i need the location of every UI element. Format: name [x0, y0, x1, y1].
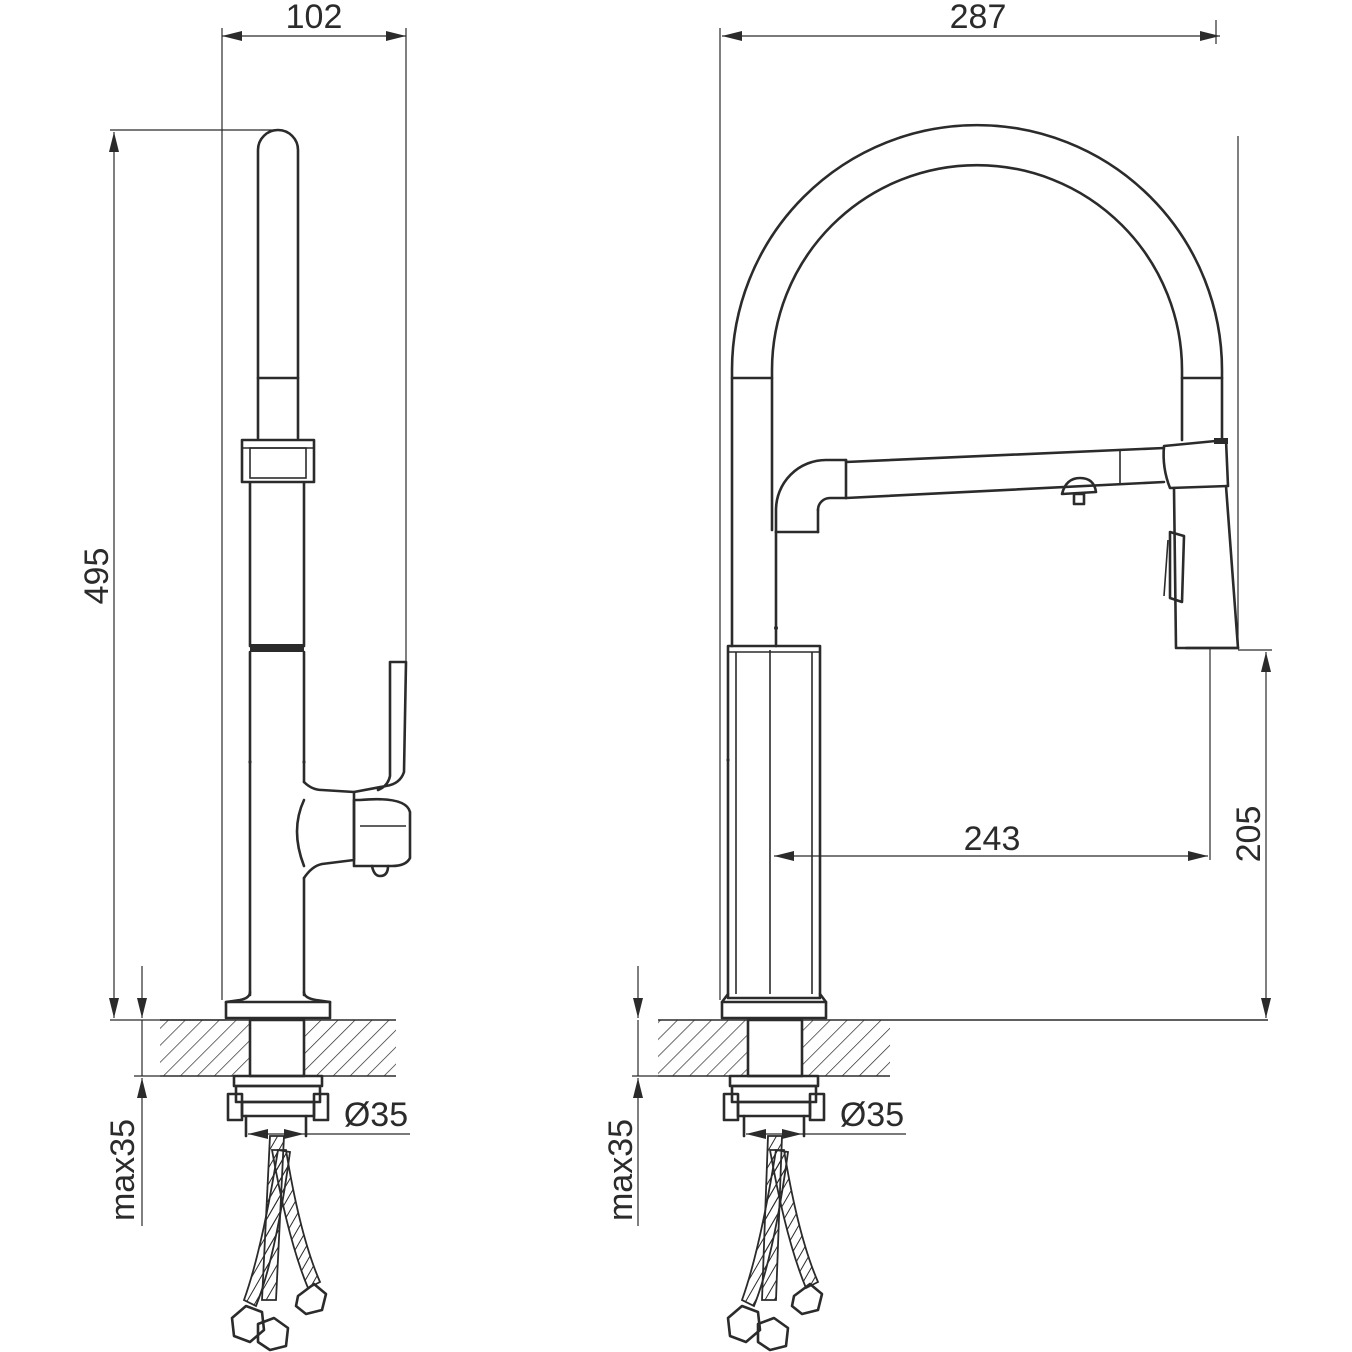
front-arched-spout [730, 123, 1224, 648]
side-dimension-hole: Ø35 [248, 1096, 410, 1139]
side-dimension-height: 495 [78, 129, 276, 1021]
front-width-label: 287 [950, 0, 1007, 36]
front-faucet-body [720, 644, 828, 1020]
front-spray-head [1162, 438, 1240, 650]
front-dimension-width: 287 [719, 0, 1220, 1000]
front-dimension-reach: 243 [774, 136, 1239, 861]
side-deck-label: max35 [104, 1119, 142, 1221]
side-height-label: 495 [78, 548, 116, 605]
side-view: 102 495 max35 Ø35 [78, 0, 412, 1352]
side-width-label: 102 [286, 0, 343, 36]
side-faucet-body [224, 128, 332, 1020]
side-mixer-handle [295, 660, 412, 880]
side-dimension-deck: max35 [104, 966, 160, 1226]
side-countertop-section [160, 1019, 396, 1077]
front-view: 287 243 205 max35 Ø35 [602, 0, 1272, 1352]
side-hole-label: Ø35 [344, 1096, 408, 1134]
front-deck-label: max35 [602, 1119, 640, 1221]
front-countertop-section [658, 1019, 1268, 1077]
front-supply-hoses [726, 1135, 824, 1352]
front-hole-label: Ø35 [840, 1096, 904, 1134]
front-spout-height-label: 205 [1230, 806, 1268, 863]
front-dimension-spout-height: 205 [1230, 649, 1272, 1018]
front-pullout-arm [774, 446, 1166, 534]
front-reach-label: 243 [964, 820, 1021, 858]
front-dimension-deck: max35 [602, 966, 658, 1226]
side-dimension-width: 102 [221, 0, 407, 1000]
side-supply-hoses [230, 1135, 328, 1352]
front-dimension-hole: Ø35 [746, 1096, 906, 1139]
